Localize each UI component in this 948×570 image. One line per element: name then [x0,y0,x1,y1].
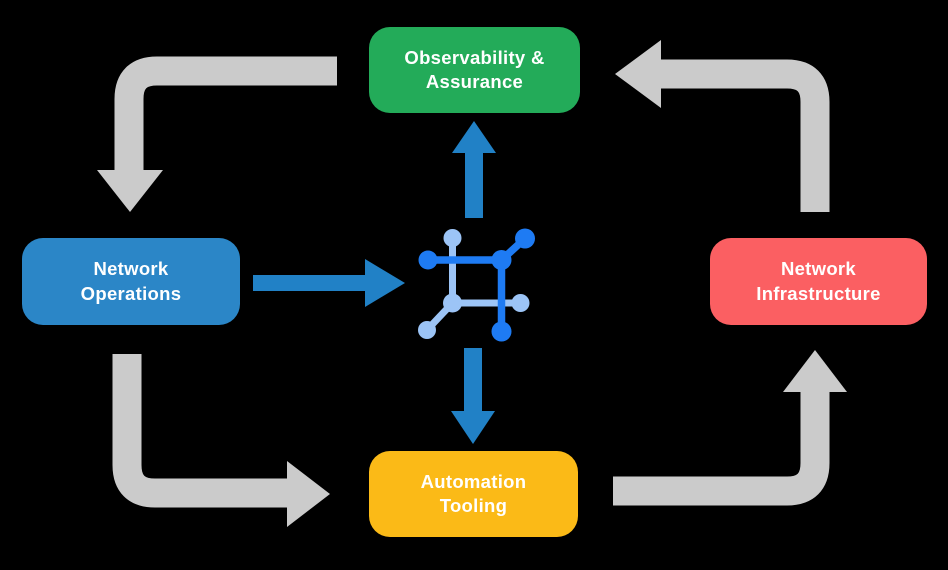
node-automation-tooling: Automation Tooling [369,451,578,537]
cycle-arrow-infrastructure-to-observability [615,40,830,212]
network-mesh-icon [418,228,535,342]
cycle-arrow-observability-to-operations [97,56,337,212]
node-network-infrastructure-label: Network Infrastructure [756,258,881,304]
direct-arrow-center-to-observability [452,121,496,218]
node-network-operations: Network Operations [22,238,240,325]
node-automation-tooling-label: Automation Tooling [420,470,527,516]
cycle-arrow-operations-to-automation [112,354,330,527]
node-network-infrastructure: Network Infrastructure [710,238,927,325]
node-observability-assurance-label: Observability & Assurance [404,46,545,92]
node-observability-assurance: Observability & Assurance [369,27,580,113]
cycle-arrow-automation-to-infrastructure [613,350,847,506]
node-network-operations-label: Network Operations [80,258,182,304]
direct-arrow-center-to-automation [451,348,495,444]
direct-arrow-operations-to-center [253,259,405,307]
